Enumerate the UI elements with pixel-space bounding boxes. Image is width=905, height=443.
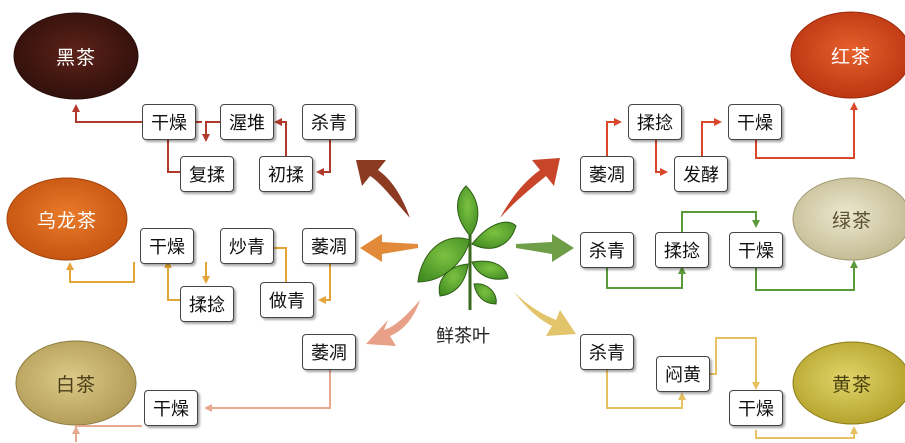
arrow-to-oolong-icon xyxy=(360,234,418,262)
red-connector xyxy=(701,118,722,158)
oolong-connector xyxy=(164,260,180,301)
red-tea-flow xyxy=(606,102,858,176)
yellow-tea-ellipse xyxy=(792,341,905,425)
yellow-connector xyxy=(606,370,686,409)
arrow-to-white-icon xyxy=(366,300,420,346)
green-connector xyxy=(606,266,686,289)
oolong-step-box: 做青 xyxy=(260,282,314,318)
black-step-box: 复揉 xyxy=(180,156,234,192)
yellow-connector xyxy=(706,337,760,390)
red-step-box: 萎凋 xyxy=(580,156,634,192)
yellow-step-box: 闷黄 xyxy=(656,356,710,392)
black-tea-label: 黑茶 xyxy=(55,46,96,69)
yellow-tea-label: 黄茶 xyxy=(831,373,872,396)
white-step-box: 干燥 xyxy=(144,390,198,426)
green-tea-flow xyxy=(606,211,858,291)
black-step-box: 干燥 xyxy=(142,104,196,140)
black-step-box: 初揉 xyxy=(259,156,313,192)
oolong-connector xyxy=(274,247,287,282)
arrow-to-black-icon xyxy=(356,160,410,218)
yellow-step-box: 杀青 xyxy=(580,334,634,370)
arrow-to-yellow-icon xyxy=(514,292,576,336)
white-tea-label: 白茶 xyxy=(55,373,96,396)
oolong-step-box: 揉捻 xyxy=(180,286,234,322)
fresh-tea-leaves-label: 鲜茶叶 xyxy=(436,326,490,347)
yellow-connector xyxy=(755,426,858,439)
white-tea-flow xyxy=(72,370,331,442)
oolong-step-box: 炒青 xyxy=(220,228,274,264)
black-connector xyxy=(316,140,331,176)
oolong-connector xyxy=(318,262,331,304)
green-step-box: 干燥 xyxy=(729,232,783,268)
red-step-box: 发酵 xyxy=(674,156,728,192)
black-step-box: 杀青 xyxy=(302,104,356,140)
black-tea-ellipse xyxy=(13,12,139,100)
tea-leaf-icon xyxy=(417,185,517,310)
green-tea-label: 绿茶 xyxy=(831,209,872,232)
black-connector xyxy=(202,121,220,142)
arrow-to-red-icon xyxy=(500,158,560,218)
red-step-box: 干燥 xyxy=(728,104,782,140)
white-connector xyxy=(204,370,331,412)
green-connector xyxy=(681,211,760,232)
oolong-step-box: 干燥 xyxy=(140,228,194,264)
red-tea-label: 红茶 xyxy=(830,45,871,68)
oolong-step-box: 萎凋 xyxy=(302,228,356,264)
arrow-to-green-icon xyxy=(516,234,574,262)
black-step-box: 渥堆 xyxy=(220,104,274,140)
green-step-box: 杀青 xyxy=(580,232,634,268)
black-connector xyxy=(274,118,287,158)
red-connector xyxy=(655,140,668,176)
oolong-tea-ellipse xyxy=(6,177,128,261)
red-connector xyxy=(755,102,858,159)
yellow-tea-flow xyxy=(606,337,858,439)
red-tea-ellipse xyxy=(790,11,905,99)
red-step-box: 揉捻 xyxy=(628,104,682,140)
white-connector xyxy=(75,425,142,440)
yellow-step-box: 干燥 xyxy=(729,390,783,426)
green-step-box: 揉捻 xyxy=(655,232,709,268)
black-connector xyxy=(72,104,142,123)
green-connector xyxy=(755,260,858,291)
white-step-box: 萎凋 xyxy=(302,334,356,370)
oolong-connector xyxy=(66,262,135,283)
red-connector xyxy=(606,118,622,158)
oolong-tea-label: 乌龙茶 xyxy=(36,209,97,232)
oolong-tea-flow xyxy=(66,247,331,304)
